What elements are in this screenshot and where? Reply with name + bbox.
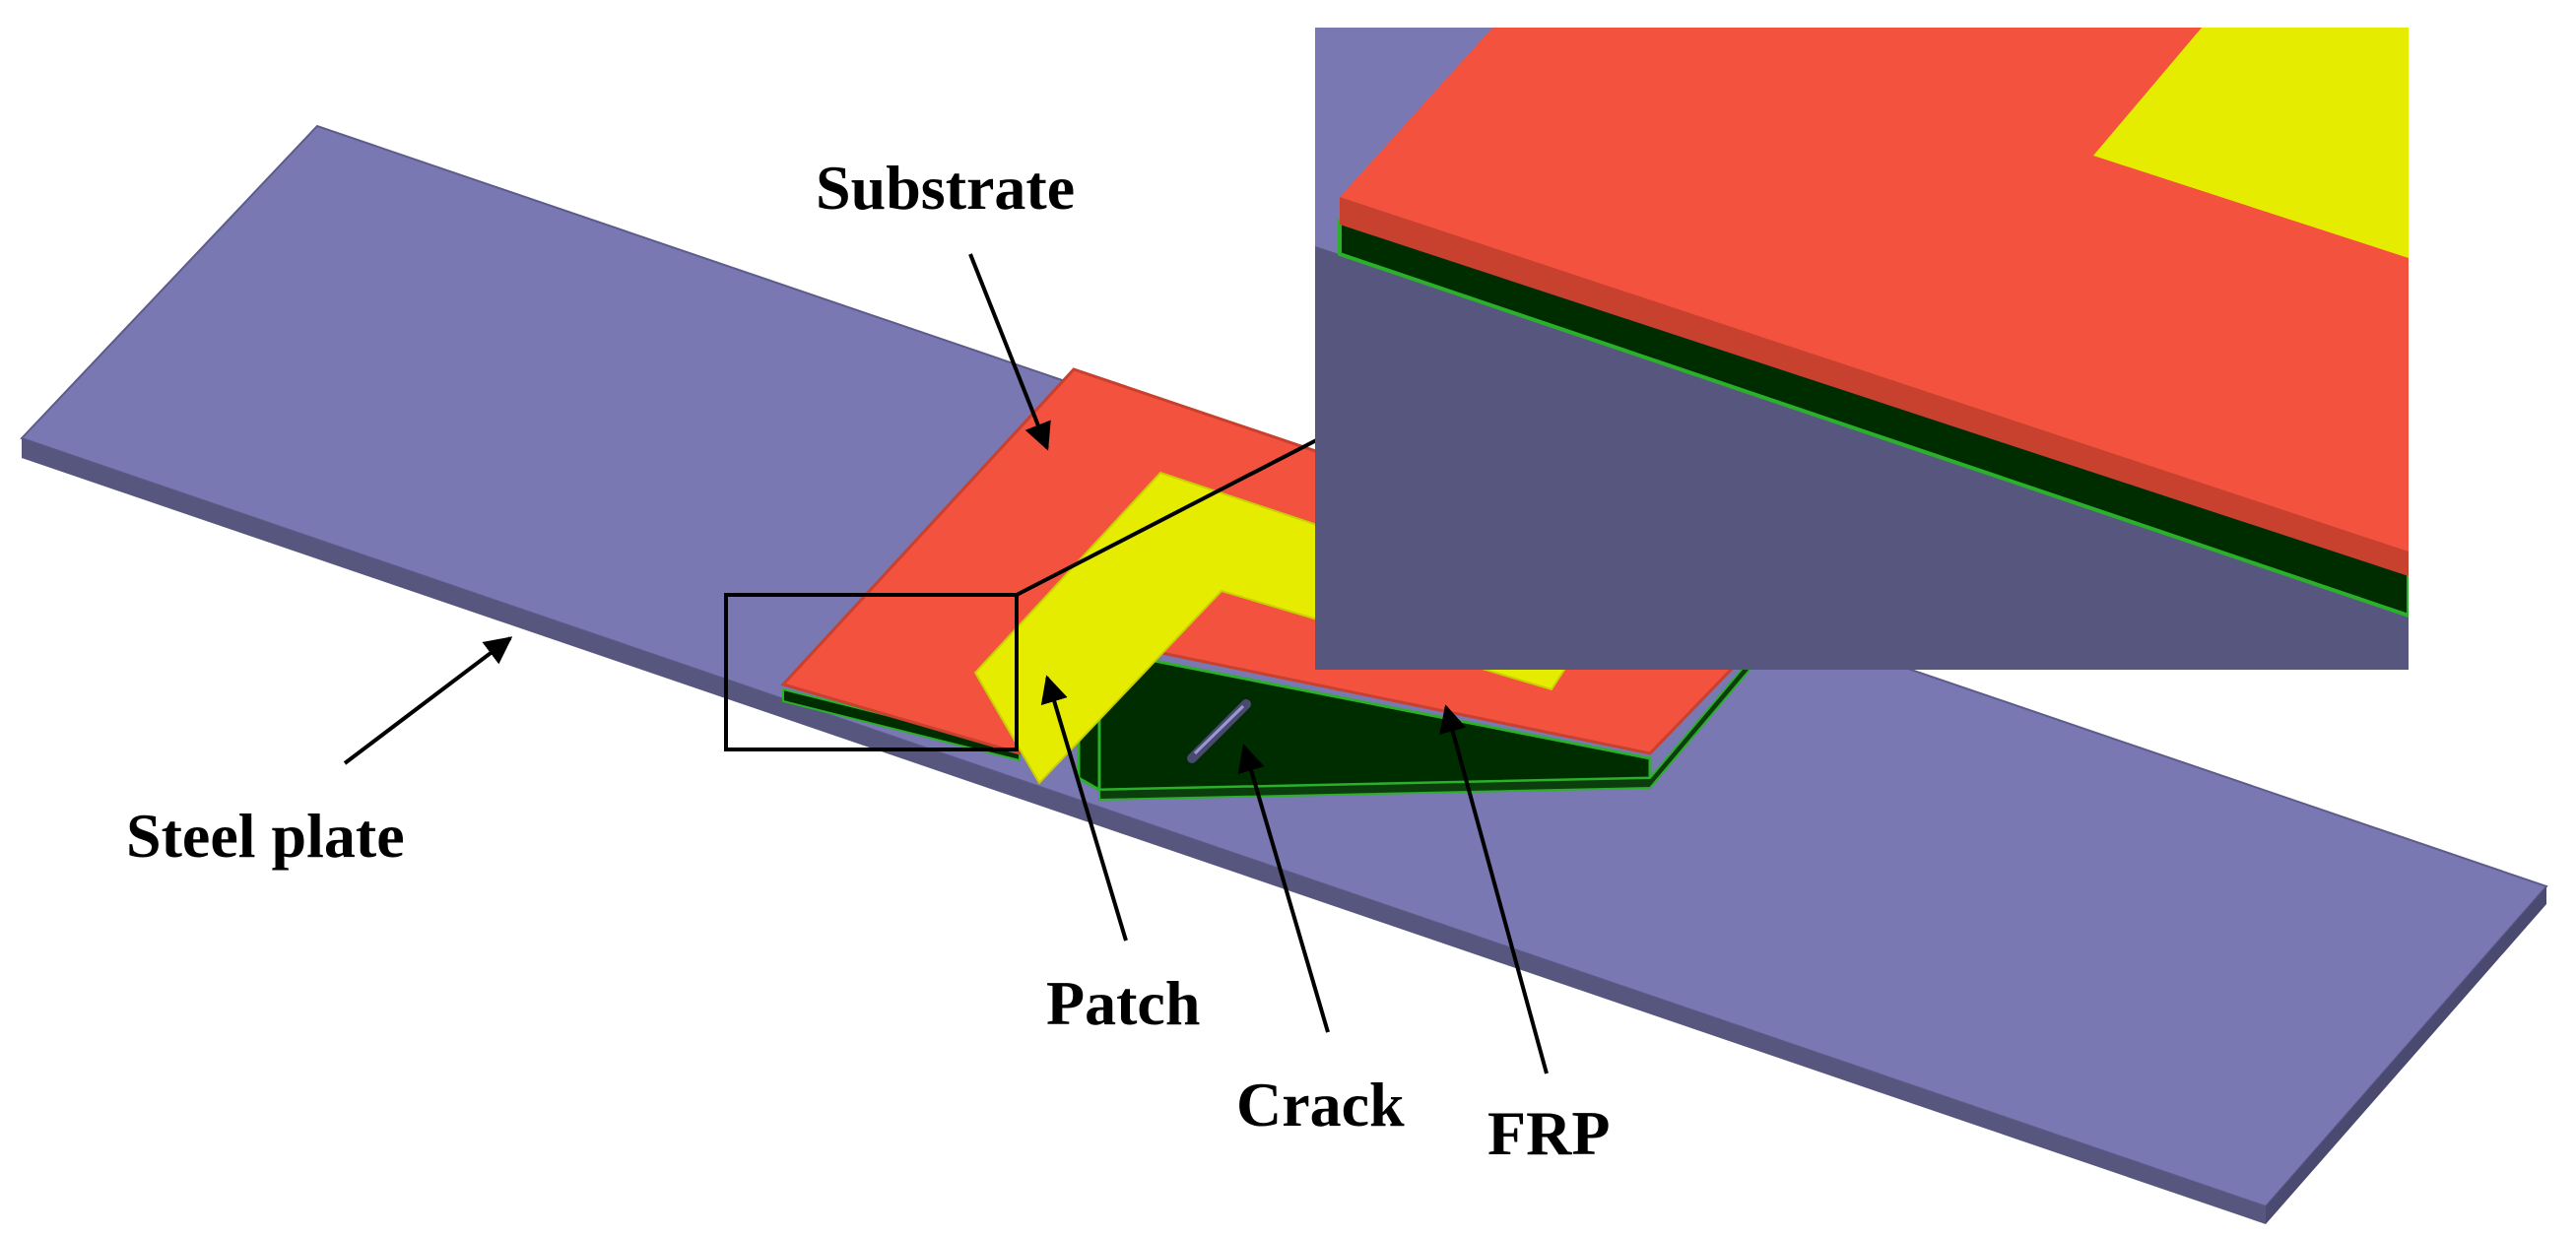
substrate-arrow bbox=[968, 253, 1051, 451]
label-crack: Crack bbox=[1236, 1070, 1405, 1139]
inset-steel-wedge bbox=[1315, 28, 1492, 207]
patch-arrow bbox=[1040, 675, 1128, 942]
inset-steel-side bbox=[1315, 246, 2409, 670]
label-frp: FRP bbox=[1487, 1098, 1610, 1168]
label-substrate: Substrate bbox=[816, 153, 1075, 223]
crack-highlight bbox=[1193, 704, 1245, 755]
crack-arrow bbox=[1237, 744, 1330, 1033]
label-steel-plate: Steel plate bbox=[126, 801, 405, 871]
zoomed-view-inset bbox=[1315, 28, 2409, 670]
steel-plate-end-side bbox=[2266, 886, 2546, 1224]
steel-plate-bottom-side bbox=[22, 438, 2266, 1224]
label-patch: Patch bbox=[1046, 968, 1200, 1038]
steel-plate-arrow bbox=[343, 636, 513, 765]
inset-patch bbox=[2093, 28, 2409, 258]
callout-box bbox=[724, 593, 1019, 751]
inset-substrate-edge bbox=[1340, 197, 2409, 576]
frp-arrow bbox=[1439, 704, 1549, 1074]
frp-layer bbox=[782, 616, 1784, 802]
